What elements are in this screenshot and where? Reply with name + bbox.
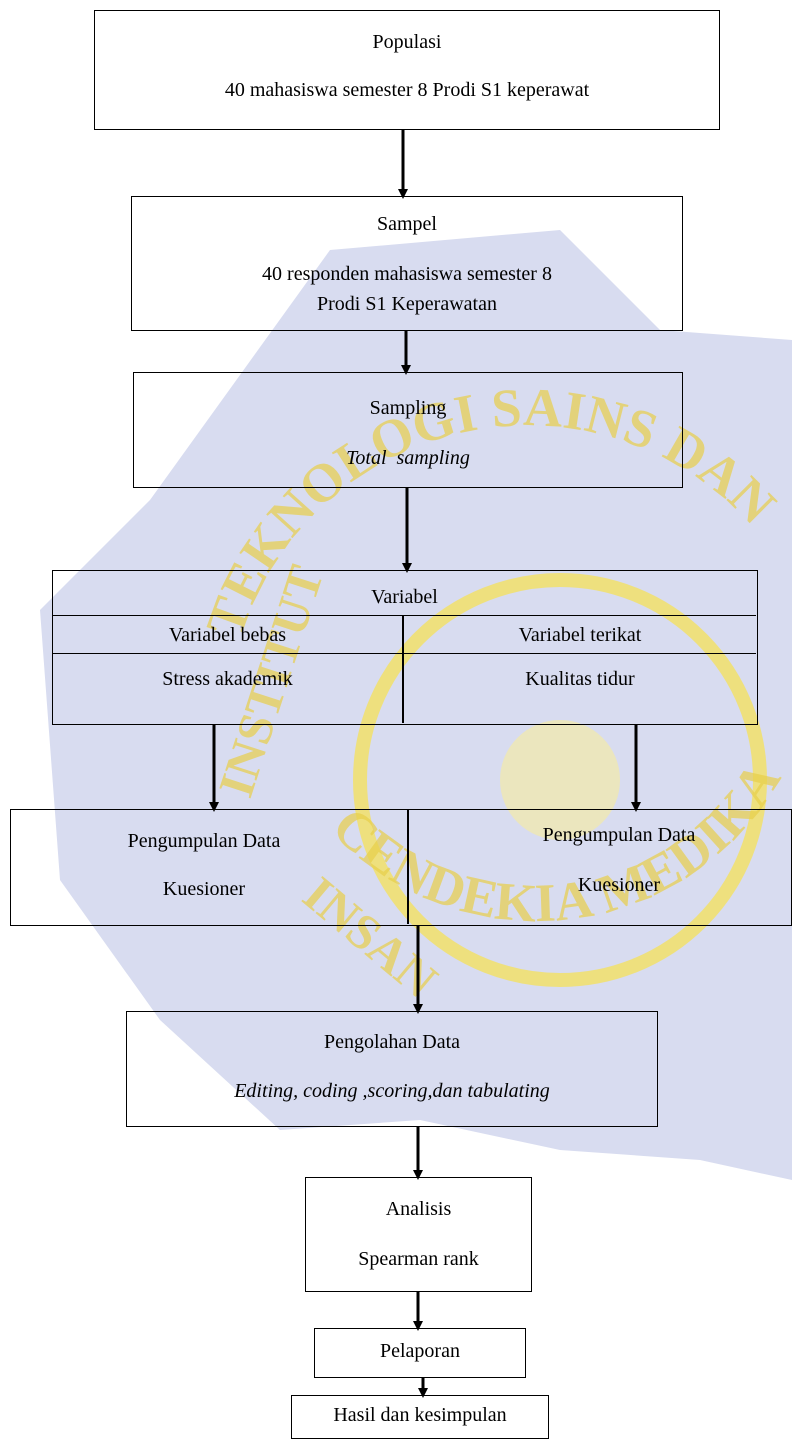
pengumpulan-left: Pengumpulan Data Kuesioner [11,810,409,924]
analisis-box: Analisis Spearman rank [305,1177,532,1292]
pengumpulan-data-box: Pengumpulan Data Kuesioner Pengumpulan D… [10,809,792,926]
sampel-description-line2: Prodi S1 Keperawatan [317,293,497,315]
hasil-box: Hasil dan kesimpulan [291,1395,549,1439]
hasil-title: Hasil dan kesimpulan [333,1404,507,1426]
sampling-box: Sampling Total sampling [133,372,683,488]
variabel-terikat-value: Kualitas tidur [525,668,635,690]
pelaporan-box: Pelaporan [314,1328,526,1378]
pelaporan-title: Pelaporan [380,1340,460,1362]
pengolahan-title: Pengolahan Data [323,1031,461,1053]
analisis-title: Analisis [385,1198,452,1220]
variabel-bebas-value: Stress akademik [53,654,404,723]
populasi-description: 40 mahasiswa semester 8 Prodi S1 keperaw… [224,79,590,101]
variabel-terikat-label: Variabel terikat [404,616,756,654]
variabel-title: Variabel [53,571,756,616]
pengumpulan-right-title: Pengumpulan Data [542,824,696,846]
pengumpulan-right-method: Kuesioner [577,874,661,896]
pengumpulan-left-method: Kuesioner [162,878,246,900]
pengolahan-data-box: Pengolahan Data Editing, coding ,scoring… [126,1011,658,1127]
pengumpulan-right: Pengumpulan Data Kuesioner [409,810,789,924]
sampel-title: Sampel [377,213,437,235]
analisis-method: Spearman rank [358,1248,479,1270]
pengumpulan-left-title: Pengumpulan Data [127,830,281,852]
sampel-box: Sampel 40 responden mahasiswa semester 8… [131,196,683,331]
populasi-box: Populasi 40 mahasiswa semester 8 Prodi S… [94,10,720,130]
variabel-table: Variabel Variabel bebas Variabel terikat… [52,570,758,725]
sampel-description-line1: 40 responden mahasiswa semester 8 [262,263,552,285]
sampling-title: Sampling [369,397,447,419]
variabel-bebas-label: Variabel bebas [53,616,404,654]
pengolahan-steps: Editing, coding ,scoring,dan tabulating [234,1080,550,1102]
sampling-method: Total sampling [346,447,470,469]
populasi-title: Populasi [372,31,442,53]
